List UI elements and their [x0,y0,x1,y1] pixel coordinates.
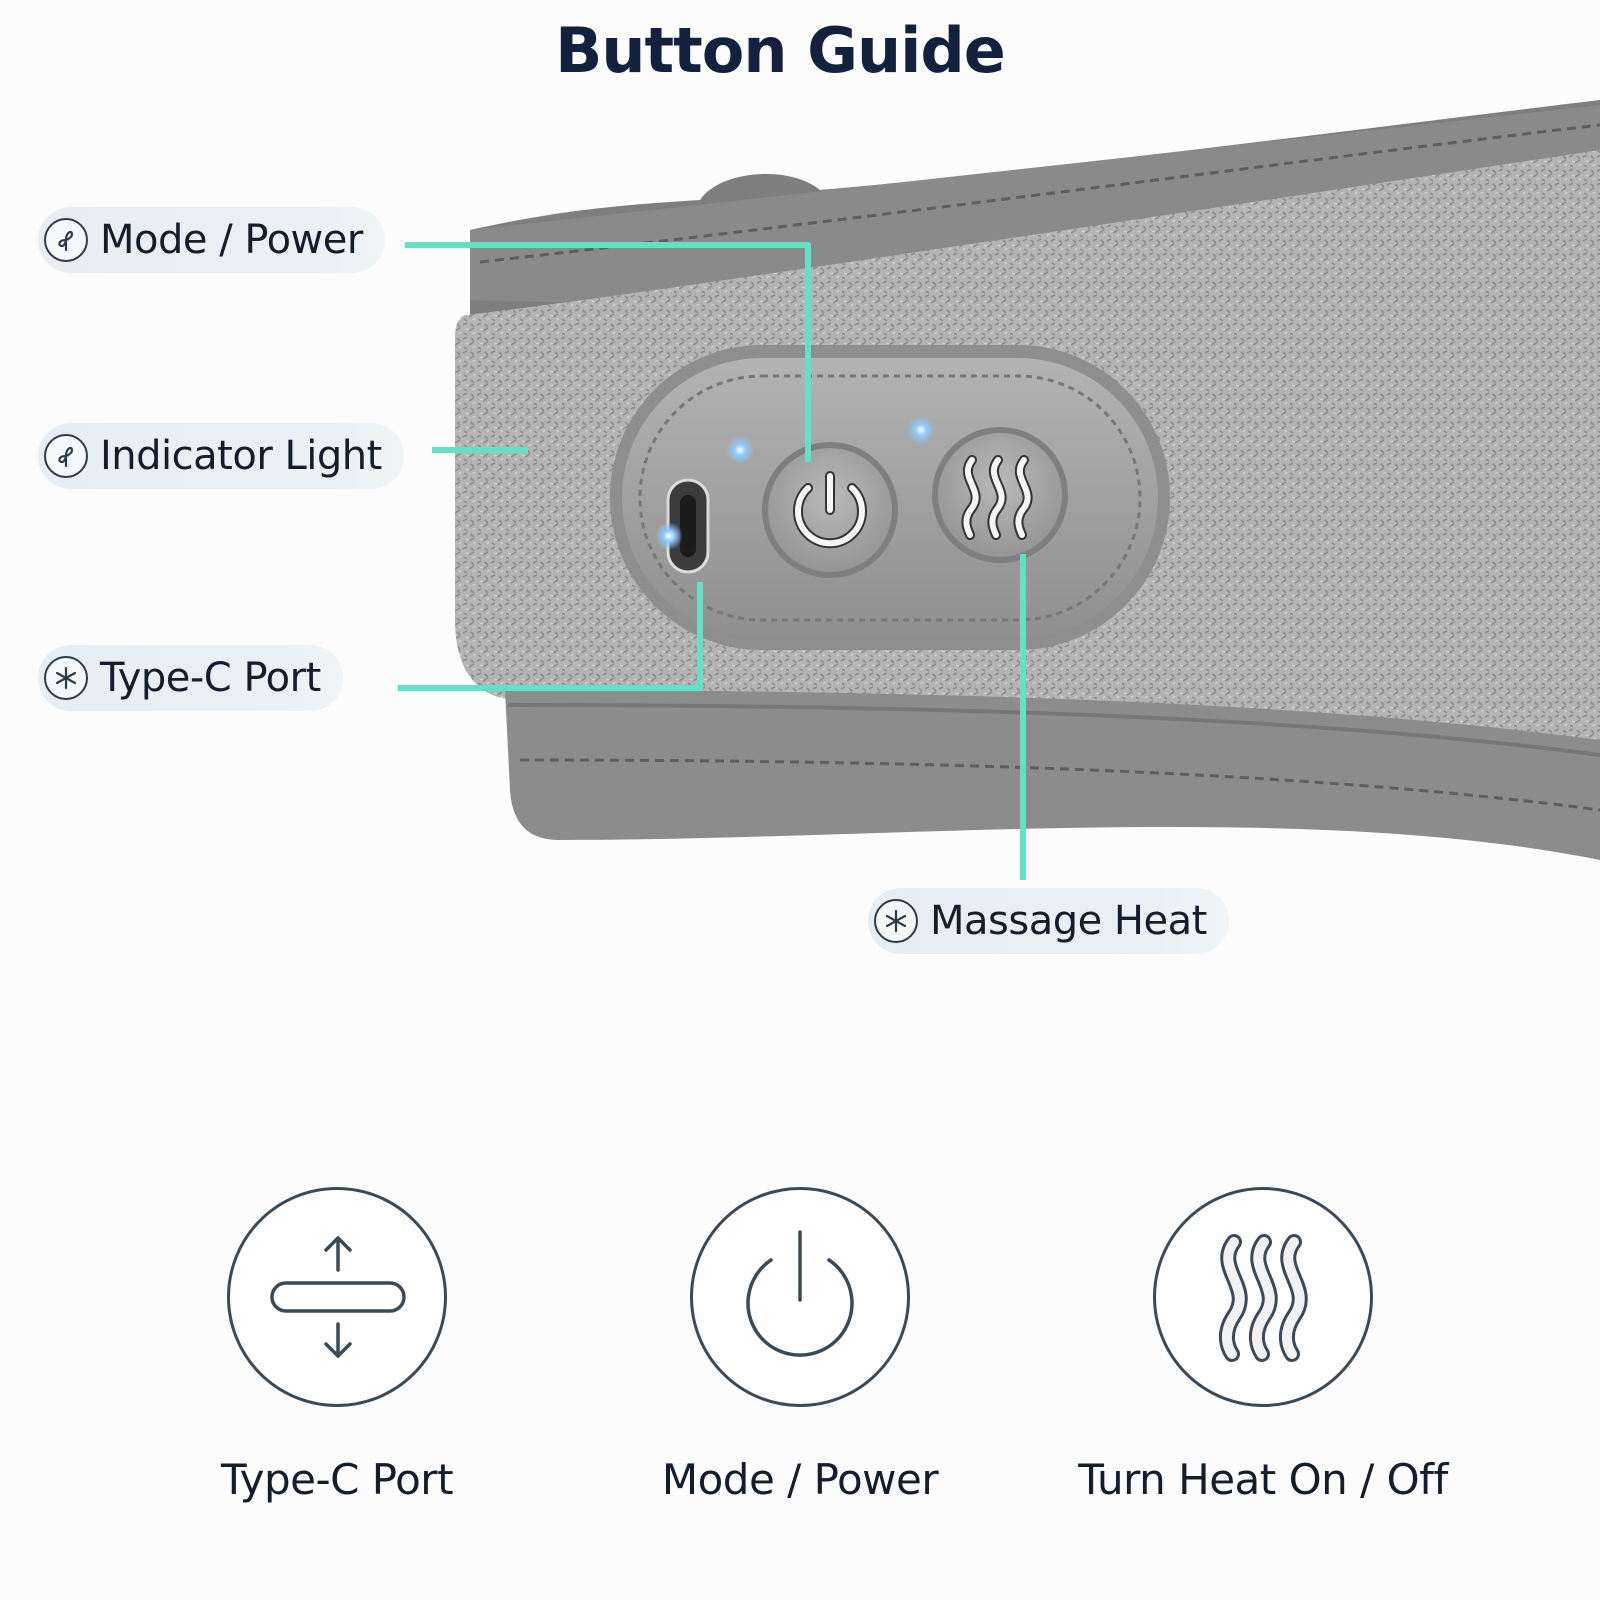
callout-mode-power: Mode / Power [38,207,385,273]
callout-label: Type-C Port [100,655,321,701]
callout-label: Massage Heat [930,898,1207,944]
guide-label-heat: Turn Heat On / Off [1078,1455,1448,1504]
guide-label-type-c-port: Type-C Port [220,1455,454,1504]
control-panel [610,345,1170,650]
leader-line-type-c-port [398,582,703,691]
power-icon [690,1187,910,1407]
callout-label: Indicator Light [100,433,382,479]
port-led [655,522,683,550]
callout-label: Mode / Power [100,217,363,263]
callout-type-c-port: Type-C Port [38,645,343,711]
type-c-port-icon [227,1187,447,1407]
snowflake-icon [44,656,88,700]
callout-indicator-light: Indicator Light [38,423,404,489]
guide-label-mode-power: Mode / Power [661,1455,939,1504]
leader-lines [398,242,1026,880]
heat-led [907,416,935,444]
callout-massage-heat: Massage Heat [868,888,1229,954]
page-title: Button Guide [555,14,1006,87]
fan-icon [44,434,88,478]
leader-line-mode-power [405,242,811,462]
heat-waves-icon [1153,1187,1373,1407]
snowflake-icon [874,899,918,943]
fan-icon [44,218,88,262]
indicator-light-led [726,436,754,464]
